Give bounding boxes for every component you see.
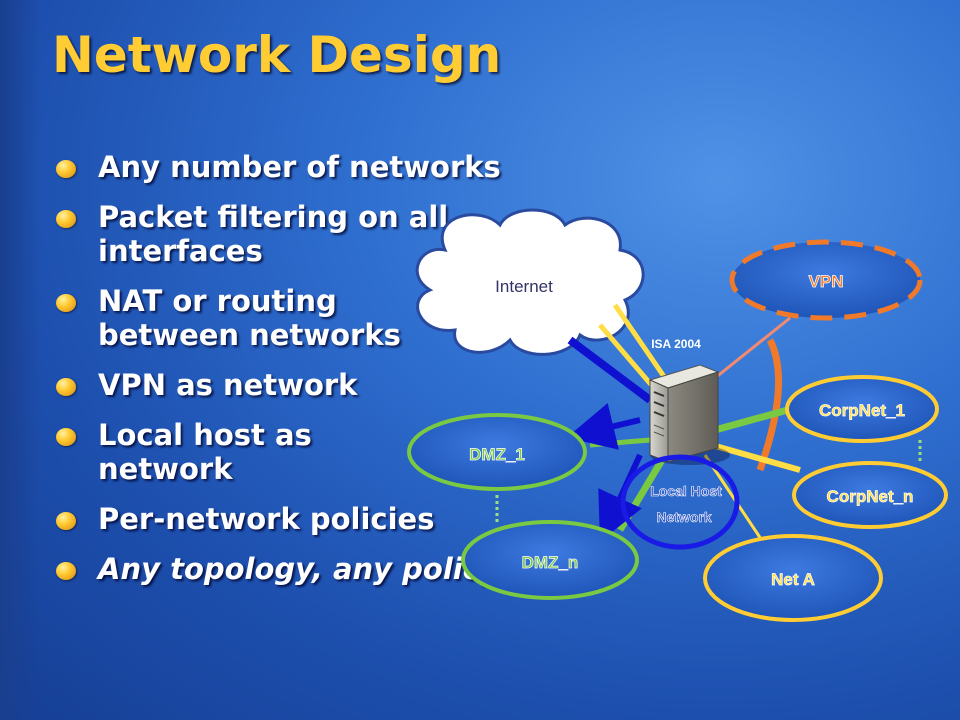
internet-label: Internet	[495, 277, 553, 296]
net-a-node	[703, 534, 883, 622]
dmz-n-label: DMZ_n	[522, 553, 579, 572]
bullet-item: Per-network policies	[56, 502, 618, 536]
corpnet-n-node	[792, 461, 948, 529]
bullet-dot-icon	[56, 378, 76, 396]
bullet-dot-icon	[56, 428, 76, 446]
bullet-text: Any topology, any policy	[98, 552, 499, 586]
corpnet-n-label: CorpNet_n	[827, 487, 914, 506]
bullet-text: Any number of networks	[98, 150, 501, 184]
bullet-item: Local host as network	[56, 418, 398, 486]
bullet-text: NAT or routing between networks	[98, 284, 401, 352]
bullet-item: NAT or routing between networks	[56, 284, 458, 352]
server-icon	[648, 364, 730, 465]
dmz-n-node	[461, 520, 639, 600]
bullet-item: Any number of networks	[56, 150, 618, 184]
bullet-dot-icon	[56, 294, 76, 312]
bullet-item: VPN as network	[56, 368, 618, 402]
bullet-item: Packet filtering on all interfaces	[56, 200, 458, 268]
local-host-network-ring	[620, 454, 740, 550]
bullet-item: Any topology, any policy	[56, 552, 618, 586]
bullet-text: VPN as network	[98, 368, 358, 402]
slide-title: Network Design	[52, 26, 502, 84]
bullet-text: Per-network policies	[98, 502, 435, 536]
dmz-1-label: DMZ_1	[469, 445, 525, 464]
local-host-label-line2: Network	[656, 509, 711, 525]
vpn-node	[729, 239, 923, 321]
bullet-dot-icon	[56, 562, 76, 580]
background-left-strip	[0, 0, 40, 720]
bullet-list: Any number of networks Packet filtering …	[56, 150, 618, 602]
vpn-label: VPN	[809, 272, 844, 291]
local-host-label-line1: Local Host	[650, 483, 722, 499]
corpnet-1-node	[785, 375, 939, 443]
corpnet-1-label: CorpNet_1	[819, 401, 905, 420]
internet-cloud	[415, 208, 645, 356]
bullet-dot-icon	[56, 512, 76, 530]
net-a-label: Net A	[771, 570, 815, 589]
bullet-text: Packet filtering on all interfaces	[98, 200, 449, 268]
bullet-dot-icon	[56, 210, 76, 228]
bullet-text: Local host as network	[98, 418, 312, 486]
bullet-dot-icon	[56, 160, 76, 178]
server-label: ISA 2004	[651, 337, 701, 351]
dmz-1-node	[407, 413, 587, 491]
